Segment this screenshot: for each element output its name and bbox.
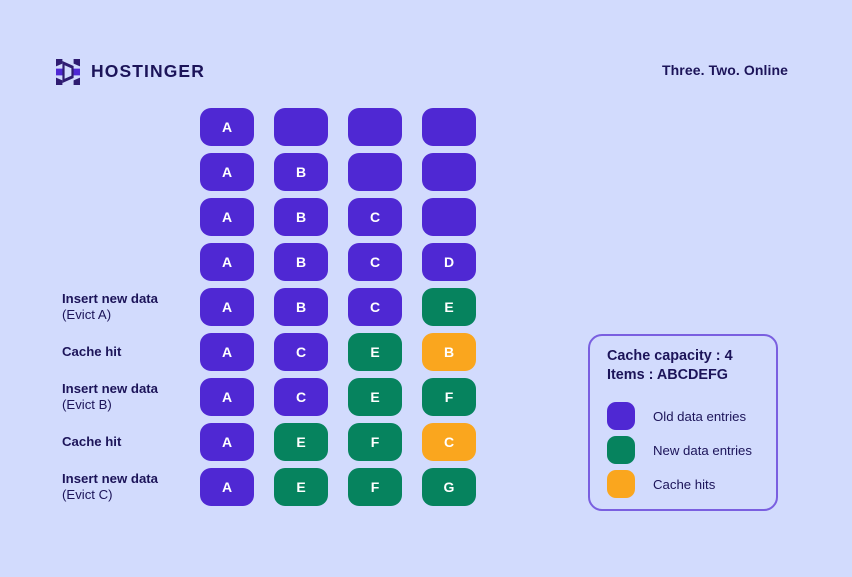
cache-cell: E bbox=[348, 333, 402, 371]
cache-cell: A bbox=[200, 108, 254, 146]
legend-label: New data entries bbox=[653, 442, 752, 458]
row-label: Cache hit bbox=[62, 344, 202, 360]
cache-cell: C bbox=[274, 378, 328, 416]
cache-cell: A bbox=[200, 333, 254, 371]
brand-logo-group: HOSTINGER bbox=[56, 54, 205, 90]
cache-cell: B bbox=[274, 243, 328, 281]
legend-label: Old data entries bbox=[653, 408, 747, 424]
legend-title-line2: Items : ABCDEFG bbox=[607, 366, 728, 383]
legend-swatch-new bbox=[607, 436, 635, 464]
legend-item: Cache hits bbox=[607, 467, 767, 501]
cache-cell: A bbox=[200, 288, 254, 326]
cache-cell: C bbox=[422, 423, 476, 461]
cache-cell bbox=[348, 153, 402, 191]
cache-cell bbox=[422, 108, 476, 146]
cache-cell: A bbox=[200, 378, 254, 416]
row-label: Insert new data(Evict B) bbox=[62, 381, 202, 412]
row-label-main: Insert new data bbox=[62, 381, 159, 396]
cache-cell: D bbox=[422, 243, 476, 281]
row-label-main: Insert new data bbox=[62, 291, 159, 306]
row-label: Insert new data(Evict C) bbox=[62, 471, 202, 502]
cache-cell: A bbox=[200, 198, 254, 236]
cache-cell: G bbox=[422, 468, 476, 506]
cache-cell: A bbox=[200, 153, 254, 191]
cache-cell bbox=[274, 108, 328, 146]
cache-cell: F bbox=[348, 423, 402, 461]
cache-cell: A bbox=[200, 468, 254, 506]
cache-cell: E bbox=[274, 468, 328, 506]
cache-cell: E bbox=[348, 378, 402, 416]
row-label-main: Insert new data bbox=[62, 471, 159, 486]
legend-panel: Cache capacity : 4 Items : ABCDEFG Old d… bbox=[588, 334, 778, 511]
cache-cell: F bbox=[422, 378, 476, 416]
row-label: Cache hit bbox=[62, 434, 202, 450]
cache-cell: C bbox=[274, 333, 328, 371]
row-label-main: Cache hit bbox=[62, 344, 122, 359]
row-label-sub: (Evict A) bbox=[62, 306, 112, 322]
row-label: Insert new data(Evict A) bbox=[62, 291, 202, 322]
cache-cell: C bbox=[348, 243, 402, 281]
cache-cell: C bbox=[348, 198, 402, 236]
cache-cell: B bbox=[274, 198, 328, 236]
cache-cell bbox=[422, 153, 476, 191]
legend-swatch-old bbox=[607, 402, 635, 430]
legend-item: Old data entries bbox=[607, 399, 767, 433]
cache-cell: A bbox=[200, 243, 254, 281]
cache-cell bbox=[422, 198, 476, 236]
cache-cell: E bbox=[422, 288, 476, 326]
legend-swatch-hit bbox=[607, 470, 635, 498]
legend-title: Cache capacity : 4 Items : ABCDEFG bbox=[607, 347, 733, 384]
cache-cell: A bbox=[200, 423, 254, 461]
cache-cell: C bbox=[348, 288, 402, 326]
cache-cell: E bbox=[274, 423, 328, 461]
legend-title-line1: Cache capacity : 4 bbox=[607, 348, 733, 364]
cache-cell: B bbox=[274, 288, 328, 326]
row-label-sub: (Evict C) bbox=[62, 486, 113, 502]
tagline: Three. Two. Online bbox=[662, 62, 788, 78]
row-label-sub: (Evict B) bbox=[62, 396, 112, 412]
hostinger-h-logo-icon bbox=[56, 59, 80, 85]
brand-name: HOSTINGER bbox=[91, 61, 205, 82]
legend-item: New data entries bbox=[607, 433, 767, 467]
cache-cell: B bbox=[422, 333, 476, 371]
cache-cell bbox=[348, 108, 402, 146]
row-label-main: Cache hit bbox=[62, 434, 122, 449]
legend-label: Cache hits bbox=[653, 476, 716, 492]
page-header: HOSTINGER Three. Two. Online bbox=[0, 54, 852, 90]
cache-row: A bbox=[200, 108, 480, 146]
cache-cell: F bbox=[348, 468, 402, 506]
cache-cell: B bbox=[274, 153, 328, 191]
